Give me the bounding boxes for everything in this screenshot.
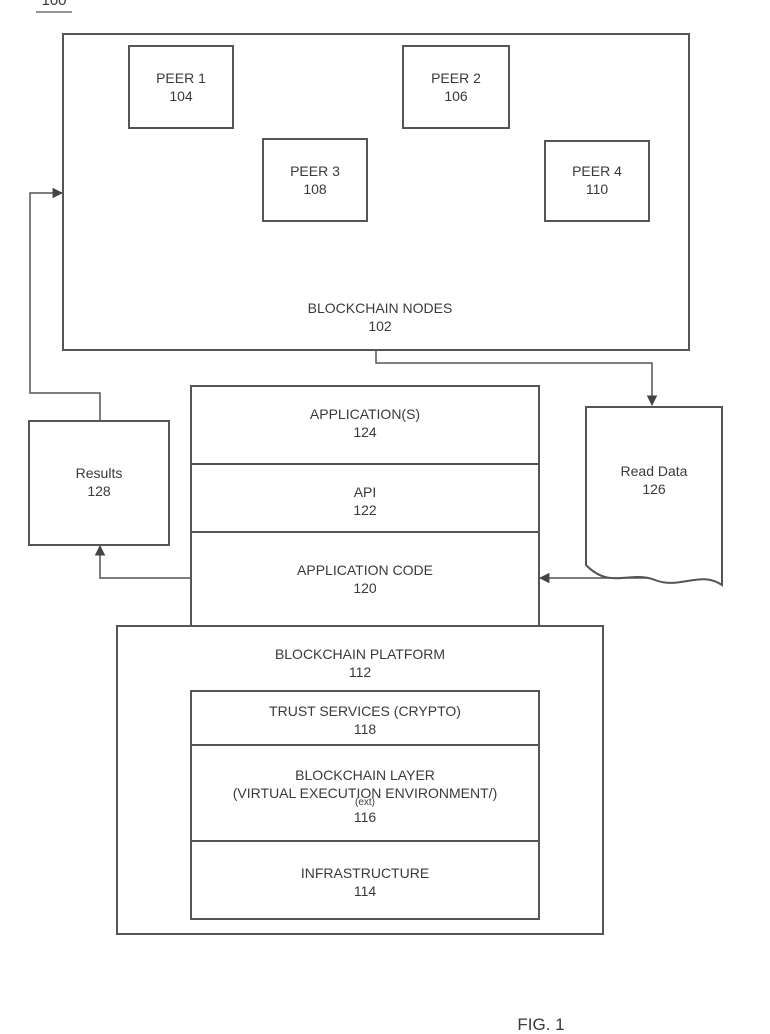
trust-services-label: TRUST SERVICES (CRYPTO) (192, 702, 538, 720)
read-data-label: Read Data (586, 462, 722, 480)
blockchain-nodes-ref: 102 (220, 317, 540, 335)
peer2-box: PEER 2 106 (402, 45, 510, 129)
read-data-text: Read Data 126 (586, 462, 722, 498)
blockchain-platform-ref: 112 (200, 663, 520, 681)
application-code-ref: 120 (192, 579, 538, 597)
applications-box: APPLICATION(S) 124 (190, 385, 540, 465)
peer1-ref: 104 (130, 87, 232, 105)
infrastructure-box: INFRASTRUCTURE 114 (190, 840, 540, 920)
read-data-ref: 126 (586, 480, 722, 498)
infrastructure-label: INFRASTRUCTURE (192, 864, 538, 882)
application-code-label: APPLICATION CODE (192, 561, 538, 579)
blockchain-platform-text: BLOCKCHAIN PLATFORM 112 (200, 645, 520, 681)
peer3-label: PEER 3 (264, 162, 366, 180)
peer1-label: PEER 1 (130, 69, 232, 87)
api-label: API (192, 483, 538, 501)
edge-appcode-results (100, 546, 190, 578)
results-label: Results (30, 464, 168, 482)
peer3-box: PEER 3 108 (262, 138, 368, 222)
infrastructure-ref: 114 (192, 882, 538, 900)
blockchain-layer-box: BLOCKCHAIN LAYER (VIRTUAL EXECUTION ENVI… (190, 744, 540, 842)
applications-label: APPLICATION(S) (192, 405, 538, 423)
peer4-label: PEER 4 (546, 162, 648, 180)
peer1-box: PEER 1 104 (128, 45, 234, 129)
results-ref: 128 (30, 482, 168, 500)
peer4-box: PEER 4 110 (544, 140, 650, 222)
api-ref: 122 (192, 501, 538, 519)
applications-ref: 124 (192, 423, 538, 441)
peer4-ref: 110 (546, 180, 648, 198)
figure-caption: FIG. 1 (496, 1016, 586, 1034)
trust-services-box: TRUST SERVICES (CRYPTO) 118 (190, 690, 540, 746)
blockchain-nodes-label: BLOCKCHAIN NODES 102 (220, 299, 540, 335)
blockchain-layer-label: BLOCKCHAIN LAYER (192, 766, 538, 784)
peer2-ref: 106 (404, 87, 508, 105)
application-code-box: APPLICATION CODE 120 (190, 531, 540, 627)
results-box: Results 128 (28, 420, 170, 546)
blockchain-nodes-title: BLOCKCHAIN NODES (220, 299, 540, 317)
peer3-ref: 108 (264, 180, 366, 198)
api-box: API 122 (190, 463, 540, 533)
peer2-label: PEER 2 (404, 69, 508, 87)
figure-ref-number: 100 (32, 0, 76, 10)
blockchain-layer-ref: 116 (192, 808, 538, 826)
trust-services-ref: 118 (192, 720, 538, 738)
blockchain-platform-label: BLOCKCHAIN PLATFORM (200, 645, 520, 663)
